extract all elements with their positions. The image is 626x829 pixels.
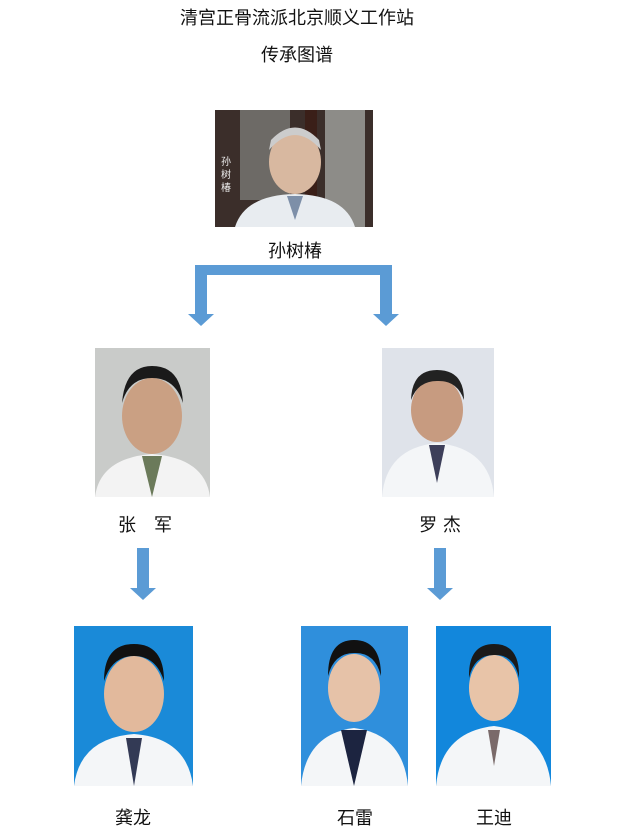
photo-shi-lei [301,626,408,786]
name-zhang-jun: 张 军 [118,515,172,536]
arrow-right-shaft [380,265,392,315]
name-wang-di: 王迪 [476,808,512,829]
name-gong-long: 龚龙 [115,808,151,829]
arrow-branch-bar [195,265,392,275]
photo-gong-long [74,626,193,786]
arrow-right-head [373,314,399,326]
diagram-title: 清宫正骨流派北京顺义工作站 [180,8,414,29]
svg-text:树: 树 [221,168,231,181]
photo-zhang-jun [95,348,210,497]
arrow-down-left-head [130,588,156,600]
arrow-left-shaft [195,265,207,315]
name-shi-lei: 石雷 [337,808,373,829]
name-luo-jie: 罗 杰 [419,515,461,536]
arrow-left-head [188,314,214,326]
name-root: 孙树椿 [268,241,322,262]
arrow-down-right-shaft [434,548,446,588]
arrow-down-right-head [427,588,453,600]
arrow-down-left-shaft [137,548,149,588]
photo-wang-di [436,626,551,786]
photo-luo-jie [382,348,494,497]
photo-sun-shuchun: 孙树椿 [215,110,373,227]
diagram-subtitle: 传承图谱 [261,45,333,66]
calligraphy-signature: 孙 [221,155,231,168]
svg-text:椿: 椿 [221,181,231,194]
